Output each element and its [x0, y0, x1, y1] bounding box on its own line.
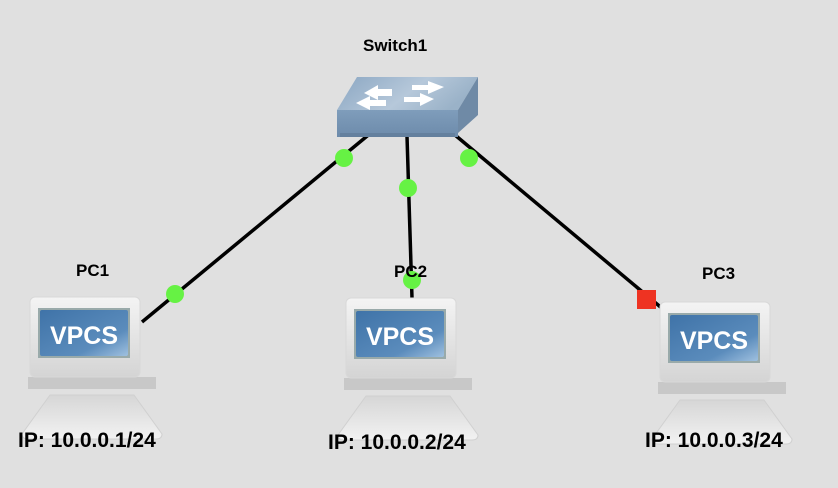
port-status-up-icon — [399, 179, 417, 197]
link-switch1-pc2[interactable] — [405, 135, 414, 299]
port-status-up-icon — [460, 149, 478, 167]
pc3-label: PC3 — [702, 264, 736, 283]
port-status-up-icon — [335, 149, 353, 167]
pc3-ip-label: IP: 10.0.0.3/24 — [645, 429, 783, 452]
port-status-down-icon — [637, 290, 656, 309]
switch-icon[interactable] — [337, 77, 478, 137]
pc-3-icon[interactable]: VPCS — [651, 301, 793, 445]
switch-label: Switch1 — [363, 36, 428, 55]
pc2-ip-label: IP: 10.0.0.2/24 — [328, 431, 466, 454]
pc1-ip-label: IP: 10.0.0.1/24 — [18, 429, 156, 452]
pc-2-icon[interactable]: VPCS — [337, 297, 479, 441]
port-status-up-icon — [166, 285, 184, 303]
pc-1-icon[interactable]: VPCS — [21, 296, 163, 440]
pc-screen-text: VPCS — [50, 322, 118, 350]
port-status-up-icon — [403, 271, 421, 289]
pc1-label: PC1 — [76, 261, 110, 280]
pc-screen-text: VPCS — [366, 323, 434, 351]
pc2-label: PC2 — [394, 262, 428, 281]
pc-screen-text: VPCS — [680, 327, 748, 355]
